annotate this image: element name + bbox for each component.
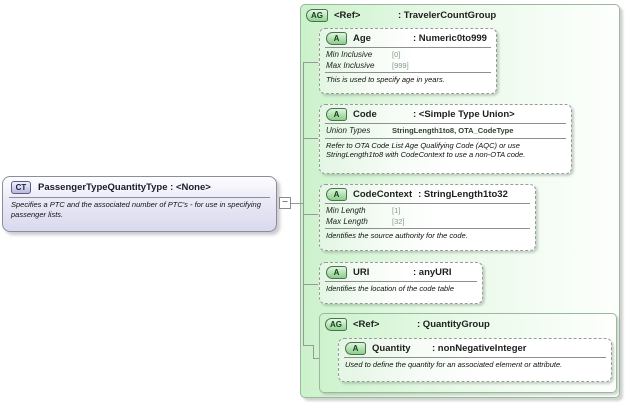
attribute-type: : <Simple Type Union> bbox=[413, 109, 515, 120]
group-type-label: : QuantityGroup bbox=[417, 319, 490, 330]
connector-line bbox=[303, 345, 314, 346]
connector-line bbox=[290, 203, 303, 204]
facet-row: Union Types StringLength1to8, OTA_CodeTy… bbox=[326, 126, 565, 137]
attribute-name: CodeContext bbox=[353, 189, 413, 200]
attribute-description: Used to define the quantity for an assoc… bbox=[345, 360, 563, 369]
connector-line bbox=[303, 284, 318, 285]
facet-list: Min Inclusive [0] Max Inclusive [999] bbox=[320, 48, 496, 72]
facet-row: Min Length [1] bbox=[326, 206, 529, 217]
group-ref-label: <Ref> bbox=[334, 10, 361, 21]
facet-row: Min Inclusive [0] bbox=[326, 50, 490, 61]
facet-value: StringLength1to8, OTA_CodeType bbox=[392, 126, 514, 135]
facet-label: Max Inclusive bbox=[326, 60, 375, 70]
facet-list: Min Length [1] Max Length [32] bbox=[320, 204, 535, 228]
attribute-badge-icon: A bbox=[326, 188, 347, 201]
group-type-label: : TravelerCountGroup bbox=[398, 10, 497, 21]
facet-label: Min Inclusive bbox=[326, 50, 373, 59]
facet-label: Min Length bbox=[326, 206, 366, 215]
attribute-box-codecontext[interactable]: A CodeContext : StringLength1to32 Min Le… bbox=[319, 184, 536, 251]
attribute-box-quantity[interactable]: A Quantity : nonNegativeInteger Used to … bbox=[338, 338, 612, 382]
attribute-description: This is used to specify age in years. bbox=[326, 75, 445, 84]
attribute-box-age[interactable]: A Age : Numeric0to999 Min Inclusive [0] … bbox=[319, 28, 497, 94]
facet-label: Max Length bbox=[326, 216, 368, 226]
complex-type-description: Specifies a PTC and the associated numbe… bbox=[11, 200, 261, 220]
attribute-badge-icon: A bbox=[326, 108, 347, 121]
facet-value: [1] bbox=[392, 206, 401, 215]
attribute-badge-icon: A bbox=[326, 32, 347, 45]
collapse-button[interactable]: − bbox=[279, 197, 291, 209]
attribute-group-travelercountgroup[interactable]: AG <Ref> : TravelerCountGroup A Age : Nu… bbox=[300, 4, 620, 398]
facet-label: Union Types bbox=[326, 126, 371, 135]
attribute-description: Refer to OTA Code List Age Qualifying Co… bbox=[326, 140, 526, 160]
connector-line bbox=[303, 62, 318, 63]
attribute-header: A Age : Numeric0to999 bbox=[320, 29, 496, 47]
attribute-description: Identifies the source authority for the … bbox=[326, 231, 468, 240]
attribute-type: : anyURI bbox=[413, 267, 452, 278]
complex-type-badge-icon: CT bbox=[11, 181, 31, 194]
connector-spine bbox=[303, 62, 304, 346]
attribute-type: : nonNegativeInteger bbox=[432, 343, 527, 354]
divider bbox=[9, 197, 270, 198]
connector-line bbox=[313, 345, 314, 359]
attribute-box-code[interactable]: A Code : <Simple Type Union> Union Types… bbox=[319, 104, 572, 174]
facet-row: Max Length [32] bbox=[326, 217, 529, 228]
divider bbox=[325, 137, 566, 139]
attribute-group-quantitygroup[interactable]: AG <Ref> : QuantityGroup A Quantity : no… bbox=[319, 313, 617, 393]
attribute-group-badge-icon: AG bbox=[306, 9, 328, 22]
facet-value: [0] bbox=[392, 50, 401, 59]
divider bbox=[325, 281, 477, 282]
connector-line bbox=[303, 138, 318, 139]
attribute-name: Age bbox=[353, 33, 371, 44]
divider bbox=[344, 357, 606, 358]
divider bbox=[325, 228, 530, 229]
attribute-type: : Numeric0to999 bbox=[413, 33, 487, 44]
attribute-badge-icon: A bbox=[345, 342, 366, 355]
attribute-type: : StringLength1to32 bbox=[418, 189, 508, 200]
facet-list: Union Types StringLength1to8, OTA_CodeTy… bbox=[320, 124, 571, 138]
attribute-name: Code bbox=[353, 109, 377, 120]
divider bbox=[325, 72, 491, 73]
attribute-header: A URI : anyURI bbox=[320, 263, 482, 281]
connector-line bbox=[303, 214, 318, 215]
attribute-header: A Code : <Simple Type Union> bbox=[320, 105, 571, 123]
attribute-header: A CodeContext : StringLength1to32 bbox=[320, 185, 535, 203]
complex-type-box[interactable]: CT PassengerTypeQuantityType : <None> Sp… bbox=[2, 176, 277, 232]
attribute-box-uri[interactable]: A URI : anyURI Identifies the location o… bbox=[319, 262, 483, 304]
facet-value: [32] bbox=[392, 216, 405, 226]
facet-value: [999] bbox=[392, 60, 409, 70]
facet-row: Max Inclusive [999] bbox=[326, 61, 490, 72]
attribute-group-badge-icon: AG bbox=[325, 318, 347, 331]
attribute-name: Quantity bbox=[372, 343, 411, 354]
attribute-description: Identifies the location of the code tabl… bbox=[326, 284, 455, 293]
group-ref-label: <Ref> bbox=[353, 319, 380, 330]
complex-type-header: CT PassengerTypeQuantityType : <None> bbox=[3, 177, 276, 197]
divider bbox=[325, 123, 566, 124]
group-header: AG <Ref> : QuantityGroup bbox=[325, 318, 490, 331]
complex-type-title: PassengerTypeQuantityType : <None> bbox=[38, 182, 211, 193]
attribute-name: URI bbox=[353, 267, 370, 278]
divider bbox=[325, 203, 530, 204]
attribute-header: A Quantity : nonNegativeInteger bbox=[339, 339, 611, 357]
group-header: AG <Ref> : TravelerCountGroup bbox=[306, 9, 496, 22]
attribute-badge-icon: A bbox=[326, 266, 347, 279]
divider bbox=[325, 47, 491, 48]
